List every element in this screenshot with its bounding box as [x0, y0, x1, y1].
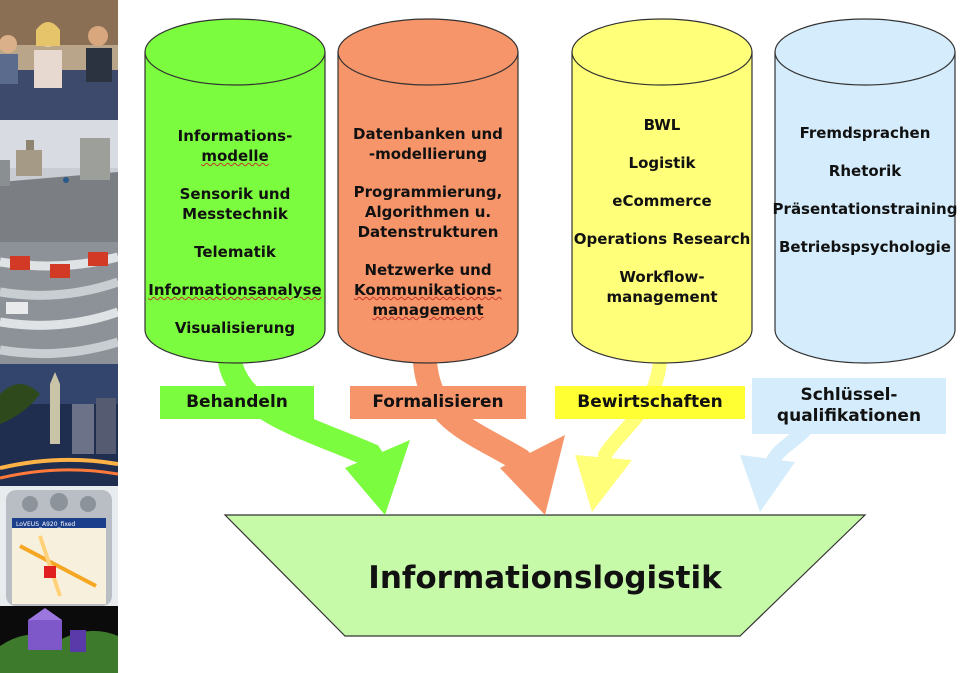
- cylinder-item: BWL: [643, 116, 681, 134]
- arrow-formalisieren: [413, 350, 565, 515]
- cylinder-item: Messtechnik: [182, 205, 288, 223]
- cylinder-bewirtschaften: [571, 18, 753, 364]
- arrow-behandeln: [218, 350, 410, 515]
- cylinder-schluessel: [774, 18, 956, 364]
- label-schluessel: Schlüssel- qualifikationen: [752, 378, 946, 434]
- item-gap: [338, 242, 518, 260]
- funnel-title: Informationslogistik: [368, 560, 722, 596]
- label-formalisieren: Formalisieren: [372, 392, 504, 412]
- network-cables-photo: [0, 242, 118, 364]
- item-gap: [145, 300, 325, 318]
- label-bewirtschaften: Bewirtschaften: [577, 392, 723, 412]
- cylinder-item: Visualisierung: [174, 319, 296, 337]
- students-photo: [0, 0, 118, 120]
- photo-strip: LoVEUS_A920_fixed: [0, 0, 118, 673]
- item-gap: [572, 135, 752, 153]
- cylinder-item: Operations Research: [573, 230, 751, 248]
- item-gap: [572, 173, 752, 191]
- item-gap: [145, 262, 325, 280]
- item-gap: [145, 166, 325, 184]
- item-gap: [770, 219, 960, 237]
- cylinder-item: eCommerce: [612, 192, 712, 210]
- cylinder-item: Netzwerke und: [364, 261, 492, 279]
- item-gap: [770, 143, 960, 161]
- cylinder-item: Informations-: [177, 127, 293, 145]
- label-behandeln: Behandeln: [186, 392, 288, 412]
- 3d-city-model-photo: [0, 606, 118, 673]
- cylinder-behandeln: [144, 18, 326, 364]
- item-gap: [770, 181, 960, 199]
- label-box-behandeln: [160, 386, 314, 419]
- cylinder-item: Algorithmen u.: [364, 203, 492, 221]
- cylinder-item: Workflow-: [619, 268, 705, 286]
- cylinder-item: -modellierung: [368, 145, 488, 163]
- cylinder-item: Informationsanalyse: [148, 281, 322, 299]
- cylinder-item: Logistik: [628, 154, 696, 172]
- cylinder-item: management: [372, 301, 484, 319]
- label-schluessel-line2: qualifikationen: [776, 406, 922, 426]
- svg-text:LoVEUS_A920_fixed: LoVEUS_A920_fixed: [16, 521, 75, 528]
- arrow-bewirtschaften: [575, 355, 667, 512]
- cylinder-formalisieren: [337, 18, 519, 364]
- cylinder-item: Kommunikations-: [354, 281, 502, 299]
- cylinder-item: Sensorik und: [179, 185, 291, 203]
- mobile-device-photo: LoVEUS_A920_fixed: [0, 486, 118, 606]
- cylinder-item: Fremdsprachen: [799, 124, 931, 142]
- item-gap: [145, 224, 325, 242]
- label-box-schluessel: [752, 378, 946, 434]
- item-gap: [572, 211, 752, 229]
- city-night-photo: [0, 364, 118, 486]
- cylinder-item: modelle: [201, 147, 269, 165]
- label-box-formalisieren: [350, 386, 526, 419]
- cylinder-item: Betriebspsychologie: [779, 238, 951, 256]
- item-gap: [572, 249, 752, 267]
- cylinder-item: Präsentationstraining: [772, 200, 958, 218]
- cylinder-item: Rhetorik: [828, 162, 902, 180]
- street-render-photo: [0, 120, 118, 242]
- arrow-schluessel: [740, 423, 812, 512]
- cylinder-item: Programmierung,: [353, 183, 503, 201]
- cylinder-item: management: [606, 288, 718, 306]
- label-schluessel-line1: Schlüssel-: [800, 385, 898, 405]
- cylinder-item: Datenbanken und: [353, 125, 503, 143]
- funnel-shape: [223, 514, 867, 637]
- label-box-bewirtschaften: [555, 386, 745, 419]
- item-gap: [338, 164, 518, 182]
- cylinder-item: Datenstrukturen: [357, 223, 499, 241]
- cylinder-item: Telematik: [194, 243, 276, 261]
